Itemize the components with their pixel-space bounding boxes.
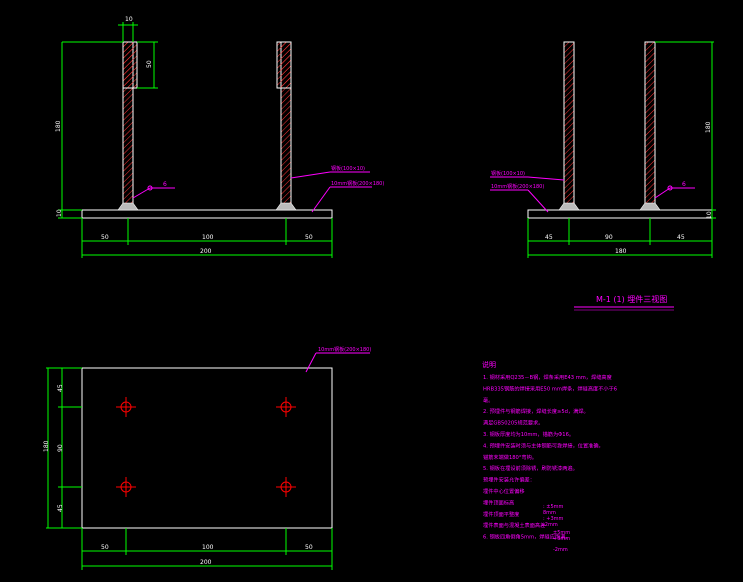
- front-dimensions: [58, 22, 333, 258]
- notes-value: 8mm: [543, 510, 556, 516]
- notes-line: 1. 钢材采用Q235－B钢，焊条采用E43 mm，焊缝高度: [483, 373, 612, 381]
- side-left-column: [563, 41, 575, 211]
- front-left-column-top: [122, 41, 138, 89]
- side-right-weld: [639, 202, 661, 211]
- notes-line: 3. 钢板厚度均为10mm，锚筋为Φ16。: [483, 430, 574, 438]
- plan-label-plate: 10mm钢板(200×180): [318, 346, 371, 353]
- notes-line: 埋件顶面标高: [483, 498, 514, 506]
- side-dim-plate: 10: [706, 211, 713, 219]
- notes-line: 预埋件安装允许偏差：: [483, 476, 535, 484]
- front-dim-total: 200: [200, 248, 212, 255]
- plan-dim-bottom-total: 200: [200, 559, 212, 566]
- plan-dim-bottom-right: 50: [305, 544, 313, 551]
- plan-dimensions: [46, 367, 333, 570]
- side-dim-height: 180: [705, 121, 712, 133]
- front-label-column: 钢板(100×10): [331, 165, 365, 172]
- front-dim-upper: 50: [146, 60, 153, 68]
- front-dim-plate: 10: [56, 209, 63, 217]
- plan-leader: [305, 352, 370, 373]
- notes-line: 2. 预埋件与钢筋焊接，焊缝长度≥5d，满焊。: [483, 407, 589, 415]
- notes-line: 4. 预埋件安装时须与主体钢筋可靠焊接，位置准确，: [483, 441, 604, 449]
- plan-hole-4: [276, 477, 296, 497]
- front-right-column-top: [276, 41, 292, 89]
- notes-block: 说明 1. 钢材采用Q235－B钢，焊条采用E43 mm，焊缝高度 HRB335…: [482, 360, 617, 553]
- front-dim-bottom-mid: 100: [202, 234, 214, 241]
- front-dim-height: 180: [55, 120, 62, 132]
- front-dim-bottom-left: 50: [101, 234, 109, 241]
- notes-value: : +3mm: [543, 516, 564, 522]
- plan-dim-left-top: 45: [57, 384, 64, 392]
- front-view: 10 50 180 10 50 100 50 200 6 钢板(100×10) …: [55, 16, 384, 258]
- side-label-column: 钢板(100×10): [491, 170, 525, 177]
- plan-dim-left-mid: 90: [57, 444, 64, 452]
- notes-value: ±5mm: [553, 530, 570, 536]
- drawing-title: M-1 (1) 埋件三视图: [596, 294, 667, 304]
- side-dimensions: [527, 41, 716, 258]
- notes-line: 埋件顶面平整度: [483, 510, 519, 518]
- plan-hole-1: [116, 397, 136, 417]
- plan-hole-2: [276, 397, 296, 417]
- plan-dim-bottom-mid: 100: [202, 544, 214, 551]
- front-leaders: [290, 171, 372, 213]
- side-dim-bottom-mid: 90: [605, 234, 613, 241]
- front-weld-size: 6: [163, 181, 167, 188]
- notes-value: -2mm: [553, 547, 568, 553]
- side-base-plate: [527, 209, 713, 219]
- front-right-weld: [275, 202, 297, 211]
- side-label-plate: 10mm钢板(200×180): [491, 183, 544, 190]
- side-view: 180 10 45 90 45 180 6 钢板(100×10) 10mm钢板(…: [490, 41, 716, 258]
- side-dim-bottom-left: 45: [545, 234, 553, 241]
- side-dim-bottom-right: 45: [677, 234, 685, 241]
- notes-value: +3mm: [553, 536, 570, 542]
- notes-line: 埋件中心位置偏移: [483, 487, 525, 495]
- notes-lines: 1. 钢材采用Q235－B钢，焊条采用E43 mm，焊缝高度 HRB335钢筋的…: [483, 373, 617, 541]
- plan-dim-left-total: 180: [43, 440, 50, 452]
- notes-line: 6. 钢板四角倒角5mm，焊缝应饱满。: [483, 533, 570, 541]
- front-label-plate: 10mm钢板(200×180): [331, 180, 384, 187]
- notes-value: -2mm: [543, 522, 558, 528]
- side-dim-total: 180: [615, 248, 627, 255]
- notes-line: 满足GB50205规范要求。: [483, 419, 543, 427]
- notes-line: HRB335钢筋的焊接采用E50 mm焊条，焊缝高度不小于6: [483, 384, 617, 392]
- front-dim-top: 10: [125, 16, 133, 23]
- plan-dim-left-bottom: 45: [57, 504, 64, 512]
- side-right-column: [644, 41, 656, 211]
- notes-line: 5. 钢板在埋设前须除锈，刷防锈漆两遍。: [483, 464, 578, 472]
- drawing-title-block: M-1 (1) 埋件三视图: [574, 294, 674, 311]
- notes-line: 埋件表面与混凝土表面高差: [483, 521, 545, 529]
- notes-heading: 说明: [482, 360, 496, 369]
- notes-line: 锚筋末端做180°弯钩。: [483, 453, 537, 461]
- side-left-weld: [558, 202, 580, 211]
- notes-line: 毫。: [483, 396, 493, 404]
- side-leaders: [490, 176, 565, 213]
- plan-hole-3: [116, 477, 136, 497]
- side-weld-symbol: [654, 185, 695, 199]
- front-left-weld: [117, 202, 139, 211]
- front-dim-bottom-right: 50: [305, 234, 313, 241]
- plan-base-plate: [81, 367, 333, 529]
- plan-dim-bottom-left: 50: [101, 544, 109, 551]
- plan-view: 45 90 45 180 50 100 50 200 10mm钢板(200×18…: [43, 346, 371, 570]
- side-weld-size: 6: [682, 181, 686, 188]
- notes-value: : ±5mm: [543, 504, 564, 510]
- notes-values: : ±5mm 8mm: +3mm -2mm ±5mm +3mm -2mm: [543, 504, 570, 553]
- front-weld-symbol: [132, 185, 175, 199]
- front-base-plate: [81, 209, 333, 219]
